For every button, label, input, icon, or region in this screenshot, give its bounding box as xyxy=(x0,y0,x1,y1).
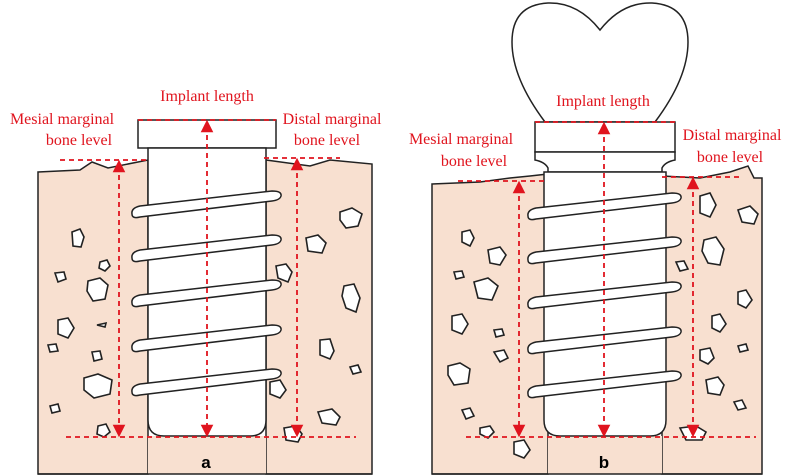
bone-chip xyxy=(341,283,361,314)
bone-chip xyxy=(737,289,753,310)
bone-chip xyxy=(316,408,341,426)
bone-chip xyxy=(492,328,506,338)
bone-chip xyxy=(46,343,60,353)
bone-chip xyxy=(91,350,103,362)
panel-a: Implant length Mesial marginal bone leve… xyxy=(10,88,382,475)
bone-chip xyxy=(49,403,61,414)
bone-chip xyxy=(461,229,475,248)
bone-chip xyxy=(451,313,469,335)
bone-chip xyxy=(71,227,85,248)
bone-chip xyxy=(96,321,108,328)
panel-label-b: b xyxy=(599,453,609,472)
bone-block xyxy=(37,159,149,475)
bone-chip xyxy=(701,236,725,266)
crown xyxy=(511,2,689,123)
implant-neck xyxy=(534,151,676,173)
distal-label-line1: Distal marginal xyxy=(683,127,782,144)
bone-chip xyxy=(96,423,111,438)
implant-length-label: Implant length xyxy=(160,88,254,105)
mesial-label-line1: Mesial marginal xyxy=(409,131,514,148)
bone-base xyxy=(148,436,266,474)
bone-chip xyxy=(269,379,287,399)
bone-chip xyxy=(275,263,293,284)
mesial-label-line2: bone level xyxy=(46,132,113,149)
bone-chip xyxy=(57,317,75,339)
mesial-label-line2: bone level xyxy=(441,153,508,170)
bone-chip xyxy=(339,207,363,229)
bone-base xyxy=(548,436,662,474)
bone-chip xyxy=(492,349,510,364)
bone-chip xyxy=(736,343,750,353)
implant-platform xyxy=(137,119,277,149)
bone-chip xyxy=(705,376,725,396)
bone-chip xyxy=(732,399,748,411)
panel-label-a: a xyxy=(201,453,211,472)
bone-chip xyxy=(711,313,727,334)
implant-length-label: Implant length xyxy=(556,93,650,110)
bone-chip xyxy=(83,373,113,399)
bone-chip xyxy=(348,364,363,375)
bone-chip xyxy=(473,277,499,301)
bone-chip xyxy=(699,192,717,219)
mesial-label-line1: Mesial marginal xyxy=(10,111,115,128)
bone-chip xyxy=(699,347,715,365)
bone-chip xyxy=(460,407,476,421)
bone-chip xyxy=(86,277,109,302)
distal-label-line1: Distal marginal xyxy=(283,111,382,128)
bone-chip xyxy=(479,425,496,439)
bone-block xyxy=(265,159,373,475)
distal-label-line2: bone level xyxy=(294,132,361,149)
implant-platform xyxy=(534,121,676,153)
bone-chip xyxy=(487,246,507,266)
bone-chip xyxy=(736,205,759,225)
bone-chip xyxy=(98,259,111,272)
bone-chip xyxy=(447,362,471,386)
bone-chip xyxy=(53,271,67,284)
bone-chip xyxy=(452,270,466,280)
bone-chip xyxy=(513,439,531,459)
bone-chip xyxy=(305,234,327,254)
distal-label-line2: bone level xyxy=(697,149,764,166)
bone-chip xyxy=(319,338,335,361)
panel-b: Implant length Mesial marginal bone leve… xyxy=(409,2,782,475)
